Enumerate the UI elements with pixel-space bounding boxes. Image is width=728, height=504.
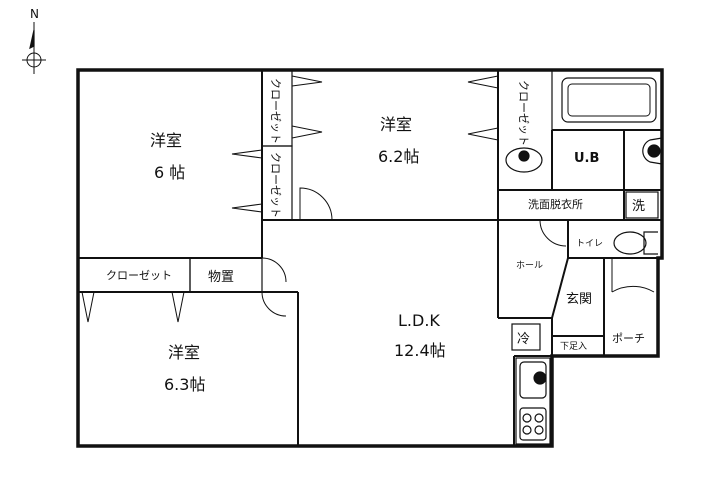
north-compass-icon [22,22,46,74]
kitchen-counter [515,357,551,445]
toilet-icon [613,231,658,255]
outer-wall [76,68,664,448]
fridge-box [511,323,541,351]
room-nw-name: 洋室 [150,131,182,150]
storage-label: 物置 [208,270,234,285]
kitchen-sink-icon [519,361,547,399]
closet-rect-2 [261,145,293,221]
closet-label-2: クローゼット [269,152,282,218]
closet-label-1: クローゼット [269,78,282,144]
washer-box [625,191,659,219]
room-nw-size: 6 帖 [154,163,185,182]
compass-letter: N [30,7,39,21]
door-swings [261,187,655,317]
toilet-label: トイレ [576,239,603,249]
room-north-name: 洋室 [380,115,412,134]
bathtub-icon [561,77,657,123]
ub-basin-icon [642,137,663,165]
hall-label: ホール [516,260,543,271]
room-sw-name: 洋室 [168,343,200,362]
entrance-label: 玄関 [566,292,592,307]
ldk-name: L.D.K [398,311,440,330]
washer-label: 洗 [632,199,645,214]
washroom-label: 洗面脱衣所 [528,197,583,211]
room-sw-size: 6.3帖 [164,375,205,394]
washbasin-icon [505,147,543,173]
ldk-size: 12.4帖 [394,341,446,360]
storage-rect [189,257,263,293]
shoe-box-label: 下足入 [560,341,587,352]
room-north-size: 6.2帖 [378,147,419,166]
closet-rect-3 [497,69,553,191]
closet-label-4: クローゼット [106,269,172,282]
unit-bath-label: U.B [574,151,599,166]
fridge-label: 冷 [517,332,530,347]
closet-label-3: クローゼット [517,80,530,146]
stove-icon [519,407,547,441]
closet-door-marks [81,75,499,323]
porch-label: ポーチ [612,332,645,345]
